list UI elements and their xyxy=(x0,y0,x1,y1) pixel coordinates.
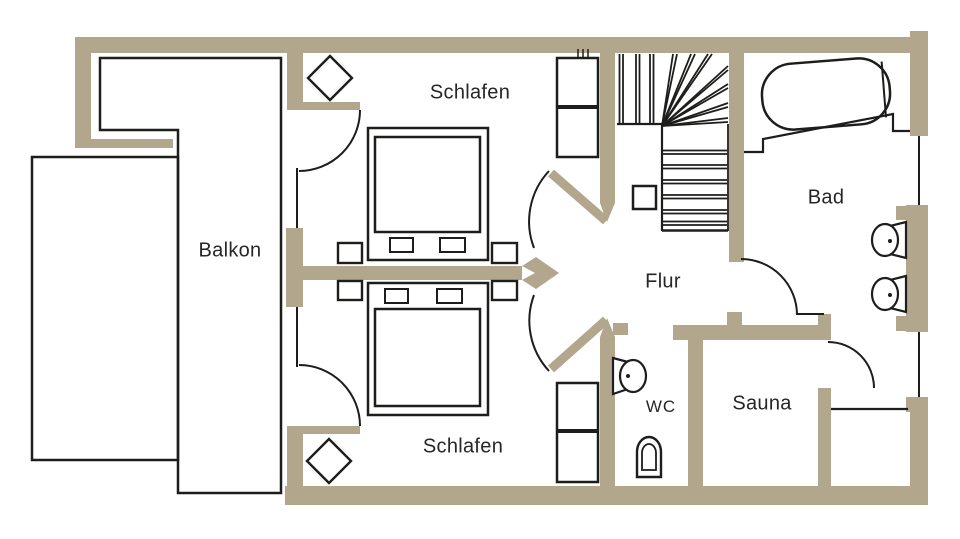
wall-right-lower-stub xyxy=(906,397,918,412)
wall-sink-stub-top xyxy=(896,206,907,220)
balcony-door-leaf-bottom xyxy=(287,426,360,434)
washbasin-icon xyxy=(611,356,648,396)
room-label-schlafen-top: Schlafen xyxy=(429,81,511,104)
wall-stairwell-left-tip xyxy=(600,203,615,222)
windows xyxy=(296,136,920,397)
room-label-wc: WC xyxy=(645,397,677,416)
wall-stairwell-left xyxy=(600,37,615,203)
door-swing-icon xyxy=(528,170,550,249)
pillow-icon xyxy=(436,288,463,304)
bad-fixtures xyxy=(744,57,910,411)
wall-wc-sauna-divider xyxy=(688,340,703,486)
double-bed-icon xyxy=(366,126,490,262)
balcony-slab xyxy=(30,155,180,462)
wall-stairwell-right xyxy=(729,53,744,262)
wall-sauna-top xyxy=(673,325,823,340)
balcony-outline xyxy=(30,56,283,495)
room-label-schlafen-bottom: Schlafen xyxy=(422,435,504,458)
room-label-bad: Bad xyxy=(807,186,845,209)
balcony-door-leaf-top xyxy=(287,102,360,110)
room-label-sauna: Sauna xyxy=(732,392,792,415)
wall-stub-bad-door xyxy=(727,312,742,326)
wardrobe-icon xyxy=(555,381,600,484)
door-swing-icon xyxy=(528,294,550,372)
nightstand-icon xyxy=(490,279,519,302)
nightstand-icon xyxy=(490,241,519,265)
winder-stairs-icon xyxy=(617,53,729,232)
wardrobe-icon xyxy=(555,49,600,159)
wall-left-upper xyxy=(287,37,303,108)
wall-top xyxy=(75,37,928,53)
nightstand-icon xyxy=(336,241,364,265)
wall-right-sink-pier xyxy=(906,205,928,332)
wall-wc-left-tip xyxy=(600,318,615,337)
wc-fixtures xyxy=(611,356,663,479)
decor-diamond-icon xyxy=(305,437,353,485)
washbasin-icon xyxy=(870,274,908,314)
wall-balcony-left xyxy=(75,37,91,148)
pillow-icon xyxy=(389,237,414,253)
pillow-icon xyxy=(439,237,466,253)
door-swing-icon xyxy=(740,258,798,316)
pillow-icon xyxy=(384,288,409,304)
room-label-balkon: Balkon xyxy=(198,239,262,262)
balcony-floor-edge xyxy=(98,56,283,495)
chimney-shaft-icon xyxy=(631,184,658,211)
washbasin-icon xyxy=(870,220,908,260)
door-swings xyxy=(298,109,875,427)
wall-right-upper xyxy=(910,31,928,136)
bedroom-top-furniture xyxy=(306,49,600,265)
wall-balcony-bottom xyxy=(75,139,173,148)
wall-sink-stub-bottom xyxy=(896,316,907,331)
door-swing-icon xyxy=(827,341,875,389)
bedroom-bottom-furniture xyxy=(305,279,600,485)
wall-bedroom-divider xyxy=(288,266,522,280)
wall-wc-left xyxy=(600,337,615,486)
wall-sauna-topright-stub xyxy=(818,314,831,340)
flur-door-leaf-top xyxy=(548,169,609,225)
double-bed-icon xyxy=(366,281,490,417)
wall-bottom xyxy=(285,486,928,505)
toilet-icon xyxy=(635,435,663,479)
wall-wc-top-stub xyxy=(613,323,628,335)
door-swing-icon xyxy=(298,364,361,427)
walls xyxy=(75,31,928,505)
bathtub-icon xyxy=(760,57,892,131)
room-label-flur: Flur xyxy=(645,270,681,293)
wall-bedroom-divider-tip xyxy=(522,257,559,289)
door-swing-icon xyxy=(298,109,361,172)
wall-sauna-right xyxy=(818,388,831,486)
nightstand-icon xyxy=(336,279,364,302)
bathtub-platform-edge xyxy=(744,112,910,154)
flur-door-leaf-bottom xyxy=(548,316,609,373)
wall-right-lower xyxy=(910,397,928,488)
decor-diamond-icon xyxy=(306,54,354,102)
